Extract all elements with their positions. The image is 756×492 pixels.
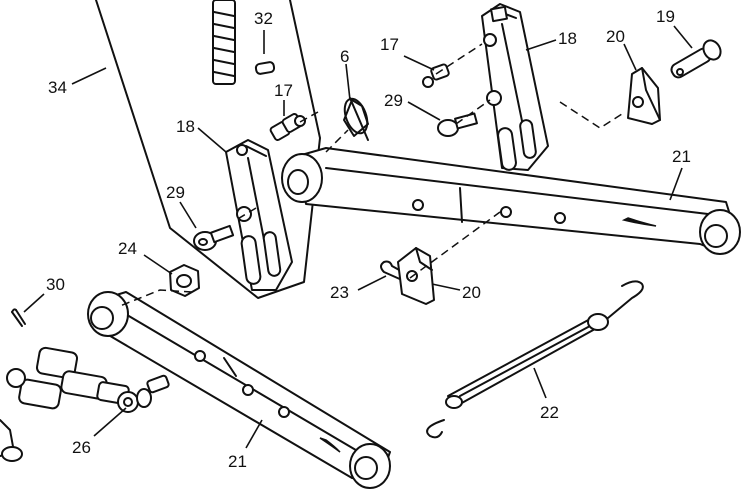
callout-19: 19	[656, 7, 675, 26]
part-22-turnbuckle	[426, 280, 644, 439]
callout-34: 34	[48, 78, 67, 97]
callout-20-lower: 20	[462, 283, 481, 302]
callout-6: 6	[340, 47, 349, 66]
callout-21-bottom: 21	[228, 452, 247, 471]
leader-lines	[23, 25, 693, 449]
callout-29-left: 29	[166, 183, 185, 202]
part-19-pin	[670, 39, 722, 79]
part-21-lower-link-bottom	[87, 291, 391, 489]
part-26-link-assembly	[0, 346, 170, 462]
part-23-spring-clip	[380, 260, 411, 281]
part-30-cotter-pin	[11, 308, 26, 327]
part-34-frame-plate	[95, 0, 321, 299]
callout-32: 32	[254, 9, 273, 28]
part-20-clip-upper	[627, 67, 661, 125]
callout-17-right: 17	[380, 35, 399, 54]
part-29-bolt-left	[193, 224, 235, 251]
callout-23: 23	[330, 283, 349, 302]
callout-29-right: 29	[384, 91, 403, 110]
part-29-bolt-right	[437, 112, 478, 137]
callout-24: 24	[118, 239, 137, 258]
part-32-pin	[212, 0, 276, 85]
callout-21-top: 21	[672, 147, 691, 166]
callout-20-upper: 20	[606, 27, 625, 46]
callout-30: 30	[46, 275, 65, 294]
callout-18-right: 18	[558, 29, 577, 48]
part-20-clip-lower	[397, 247, 435, 305]
callout-22: 22	[540, 403, 559, 422]
part-17-fitting-left	[269, 113, 306, 141]
callout-26: 26	[72, 438, 91, 457]
part-24-nut	[169, 264, 200, 297]
assembly-dash-lines	[119, 43, 623, 307]
part-6-linch-pin	[343, 97, 369, 141]
part-21-lower-link-top	[281, 147, 741, 255]
callout-labels: 34 32 17 18 29 24 30 26 21 6 17 29 18 20…	[46, 7, 691, 471]
callout-18-left: 18	[176, 117, 195, 136]
part-18-bracket-right	[481, 3, 549, 171]
part-18-bracket-left	[225, 139, 293, 291]
callout-17-left: 17	[274, 81, 293, 100]
